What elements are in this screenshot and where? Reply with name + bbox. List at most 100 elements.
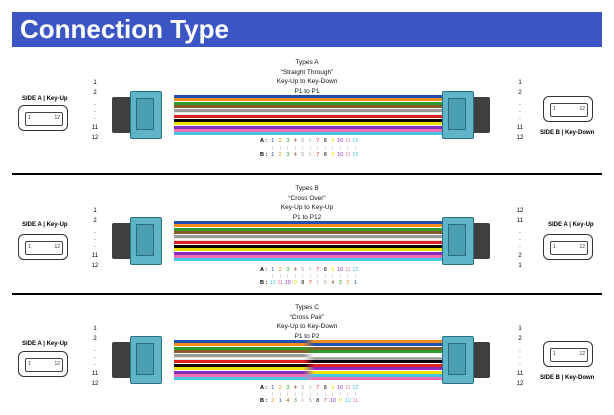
pin-map-connector-line: | <box>347 273 349 278</box>
pin-map-connector-line: | <box>339 145 341 150</box>
pin-label: 12 <box>91 263 99 269</box>
pin-label: 1 <box>93 326 97 332</box>
pin-label: 11 <box>91 253 99 259</box>
connector-ridge <box>136 224 154 256</box>
pin-map-number: 1 <box>271 267 275 273</box>
pin-map-number: 5 <box>301 138 305 144</box>
map-a-label: A : <box>260 138 268 144</box>
fiber-strand <box>174 234 444 238</box>
pin-map-number: 10 <box>337 152 344 158</box>
pin-label: 12 <box>516 208 524 214</box>
end-face-pin-12: 12 <box>54 115 60 121</box>
pin-map-number: 6 <box>301 398 305 404</box>
pin-label: 12 <box>91 135 99 141</box>
pin-map-number: 11 <box>352 398 359 404</box>
pin-map-number: 12 <box>352 152 359 158</box>
map-a-label: A : <box>260 267 268 273</box>
pin-map-connector-line: | <box>272 273 274 278</box>
type-a-desc: “Straight Through” <box>280 68 334 76</box>
pin-label: . <box>519 361 521 367</box>
pin-map-connector-line: | <box>317 391 319 396</box>
pin-map-number: 7 <box>316 385 320 391</box>
pin-map-number: 9 <box>338 398 342 404</box>
fiber-strand <box>174 255 444 258</box>
map-b-label: B : <box>260 280 268 286</box>
pin-map-connector-line: | <box>309 273 311 278</box>
fiber-strand <box>174 244 444 248</box>
type-c-keying: Key-Up to Key-Down <box>276 323 338 330</box>
pin-map-number: 2 <box>278 138 282 144</box>
pin-map-number: 10 <box>337 267 344 273</box>
pin-map-connector-line: | <box>279 145 281 150</box>
end-face-pin-12: 12 <box>54 244 60 250</box>
fiber-strand <box>174 363 444 367</box>
pin-map-number: 11 <box>344 267 351 273</box>
fiber-strand <box>174 350 444 354</box>
pin-label: . <box>94 354 96 360</box>
connector-ridge <box>448 98 466 130</box>
fiber-strand <box>174 231 444 235</box>
end-face-pin-12: 12 <box>579 244 585 250</box>
pin-label: 1 <box>518 80 522 86</box>
pin-map-number: 3 <box>286 385 290 391</box>
connector-ridge <box>136 343 154 375</box>
fiber-strand <box>174 241 444 245</box>
pin-map-number: 9 <box>331 138 335 144</box>
pin-map-connector-line: | <box>332 273 334 278</box>
pin-map-number: 3 <box>286 152 290 158</box>
type-b-right-side-label: SIDE A | Key-Up <box>548 222 594 228</box>
type-b-left-side-label: SIDE A | Key-Up <box>22 222 68 228</box>
pin-map-connector-line: | <box>324 391 326 396</box>
end-face-slot: 1 12 <box>25 112 63 126</box>
connector-boot <box>112 342 132 378</box>
pin-label: 1 <box>518 263 522 269</box>
pin-map-connector-line: | <box>272 145 274 150</box>
pin-map-number: 5 <box>301 152 305 158</box>
pin-label: 12 <box>91 381 99 387</box>
header-bar: Connection Type <box>12 12 602 47</box>
pin-label: 1 <box>518 326 522 332</box>
pin-label: . <box>519 243 521 249</box>
pin-label: . <box>519 229 521 235</box>
fiber-strand <box>174 377 444 381</box>
pin-map-number: 2 <box>278 152 282 158</box>
pin-map-connector-line: | <box>354 391 356 396</box>
type-b-keying: Key-Up to Key-Up <box>280 204 334 211</box>
pin-map-connector-line: | <box>332 391 334 396</box>
fiber-strand <box>174 353 444 357</box>
pin-label: . <box>519 236 521 242</box>
section-divider-1 <box>12 173 602 175</box>
pin-map-number: 1 <box>271 152 275 158</box>
pin-map-number: 2 <box>346 280 350 286</box>
pin-label: 2 <box>93 90 97 96</box>
pin-map-number: 5 <box>323 280 327 286</box>
fiber-ribbon <box>174 340 444 381</box>
pin-map-number: 8 <box>301 280 305 286</box>
end-face-pin-12: 12 <box>579 351 585 357</box>
pin-map-number: 4 <box>293 152 297 158</box>
pin-map-number: 5 <box>301 267 305 273</box>
map-b-label: B : <box>260 398 268 404</box>
pin-map-number: 6 <box>316 280 320 286</box>
section-divider-2 <box>12 293 602 295</box>
type-b-map-ticks: |||||||||||| <box>269 273 359 279</box>
pin-map-number: 1 <box>271 138 275 144</box>
fiber-strand <box>174 105 444 109</box>
pin-map-number: 8 <box>316 398 320 404</box>
pin-map-number: 1 <box>353 280 357 286</box>
pin-map-connector-line: | <box>302 145 304 150</box>
connector-ridge <box>136 98 154 130</box>
type-c-right-side-label: SIDE B | Key-Down <box>540 375 595 381</box>
pin-map-number: 10 <box>337 385 344 391</box>
end-face-pin-1: 1 <box>28 115 31 121</box>
fiber-strand <box>174 238 444 241</box>
pin-map-number: 12 <box>269 280 276 286</box>
fiber-strand <box>174 112 444 115</box>
type-a-title-block: Types A “Straight Through” Key-Up to Key… <box>207 58 407 96</box>
